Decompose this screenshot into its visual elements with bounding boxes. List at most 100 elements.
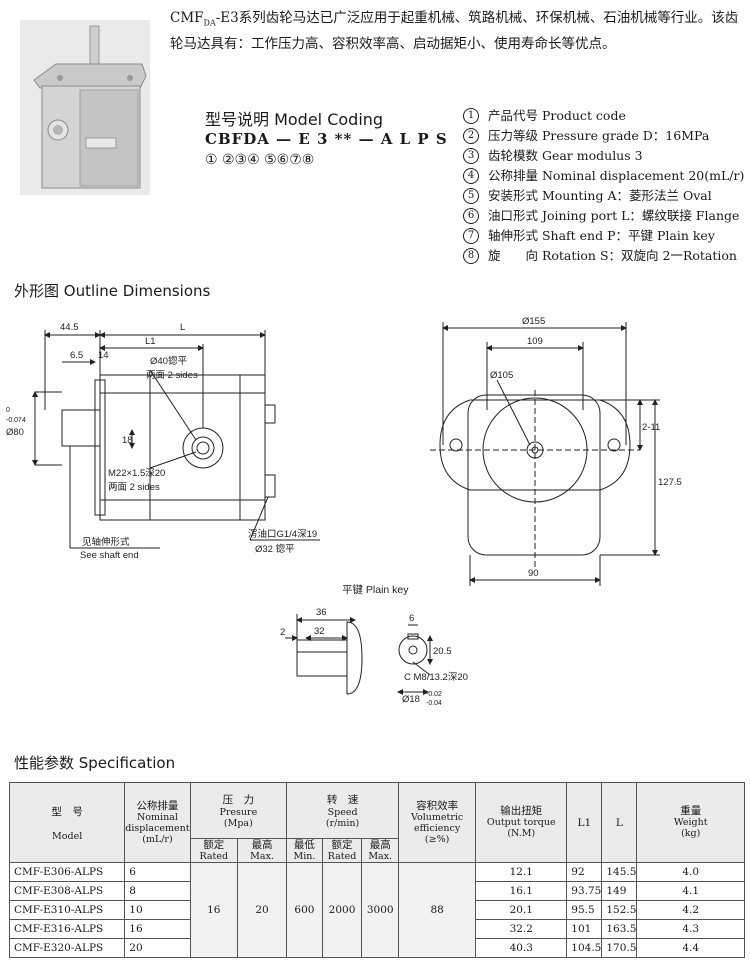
intro-prefix: CMF [170,10,204,26]
spec-title: 性能参数 Specification [14,754,176,772]
drain-port: 泻油口G1/4深19 [248,528,317,540]
key-dim-2: 2 [280,627,285,638]
hdr-l: L [601,782,638,863]
shaft-end-en: See shaft end [80,550,139,561]
cell-torque: 12.1 [475,862,568,882]
legend-number: 2 [463,128,479,144]
legend-item: 4 公称排量 Nominal displacement 20(mL/r) [463,166,748,186]
legend-text: 公称排量 Nominal displacement 20(mL/r) [488,168,745,183]
dim-44-5: 44.5 [60,322,79,333]
dim-dia80: Ø80 [6,427,24,438]
legend-text: 轴伸形式 Shaft end P：平键 Plain key [488,228,715,243]
front-view-body [467,394,601,556]
dim-2-11: 2-11 [642,422,660,433]
dim-L: L [180,322,185,333]
cell-l: 163.5 [601,919,638,939]
legend-item: 7 轴伸形式 Shaft end P：平键 Plain key [463,226,748,246]
cell-torque: 40.3 [475,938,568,958]
legend-item: 1 产品代号 Product code [463,106,748,126]
cell-torque: 32.2 [475,919,568,939]
cell-weight: 4.2 [636,900,745,920]
model-code: CBFDA — E 3 ** — A L P S [205,130,448,148]
key-shaft [296,639,348,677]
legend-text: 产品代号 Product code [488,108,626,123]
dim-109: 109 [527,336,543,347]
label-2-sides-top: 两面 2 sides [146,370,198,381]
legend-text: 安装形式 Mounting A：菱形法兰 Oval [488,188,712,203]
cell-model: CMF-E316-ALPS [8,919,126,939]
legend-number: 4 [463,168,479,184]
key-thread: C M8/13.2深20 [404,672,468,683]
key-section [398,635,428,665]
cell-model: CMF-E308-ALPS [8,881,126,901]
dim-L1: L1 [145,336,156,347]
legend-text: 旋 向 Rotation S：双旋向 2一Rotation [488,248,737,263]
legend-item: 3 齿轮模数 Gear modulus 3 [463,146,748,166]
cell-l1: 95.5 [566,900,603,920]
intro-prefix-sub: DA [203,18,216,28]
side-view-body [99,374,266,521]
legend-text: 齿轮模数 Gear modulus 3 [488,148,643,163]
front-view-flange [439,399,631,491]
legend-item: 8 旋 向 Rotation S：双旋向 2一Rotation [463,246,748,266]
cell-min-speed: 600 [286,862,323,958]
legend-number: 6 [463,208,479,224]
outline-drawings: 44.5 L L1 6.5 14 Ø40锪平 两面 2 sides 18 M22… [6,316,682,707]
model-coding-title: 型号说明 Model Coding [205,110,384,129]
key-dim-20-5: 20.5 [433,646,452,657]
tol80-top: 0 [6,407,10,414]
cell-displacement: 6 [124,862,191,882]
cell-l1: 92 [566,862,603,882]
side-view-shaft [61,409,101,447]
plain-key-title: 平键 Plain key [342,583,409,596]
cell-weight: 4.0 [636,862,745,882]
cell-torque: 20.1 [475,900,568,920]
tol18-bottom: -0.04 [426,700,442,707]
key-dim-36: 36 [316,607,327,618]
cell-l: 145.5 [601,862,638,882]
cell-model: CMF-E306-ALPS [8,862,126,882]
gear-motor-photo [20,20,150,195]
intro-text: CMFDA-E3系列齿轮马达已广泛应用于起重机械、筑路机械、环保机械、石油机械等… [170,8,740,54]
cell-l: 149 [601,881,638,901]
legend-number: 7 [463,228,479,244]
key-dim-6: 6 [409,613,414,624]
dim-dia32: Ø32 锪平 [255,543,295,555]
cell-l: 152.5 [601,900,638,920]
cell-displacement: 10 [124,900,191,920]
cell-weight: 4.1 [636,881,745,901]
legend-number: 1 [463,108,479,124]
key-dim-32: 32 [314,626,325,637]
cell-rated-speed: 2000 [321,862,363,958]
dim-127-5: 127.5 [658,477,682,488]
legend-number: 8 [463,248,479,264]
hdr-l1: L1 [566,782,603,863]
cell-weight: 4.3 [636,919,745,939]
cell-displacement: 16 [124,919,191,939]
cell-max-pressure: 20 [236,862,288,958]
outline-title: 外形图 Outline Dimensions [14,282,211,300]
dim-dia105: Ø105 [490,370,513,381]
shaft-end-zh: 见轴伸形式 [82,536,130,548]
tol18-top: -0.02 [426,691,442,698]
legend-number: 3 [463,148,479,164]
dim-dia40: Ø40锪平 [150,355,187,367]
dim-90: 90 [528,568,539,579]
cell-l1: 101 [566,919,603,939]
cell-l1: 104.5 [566,938,603,958]
